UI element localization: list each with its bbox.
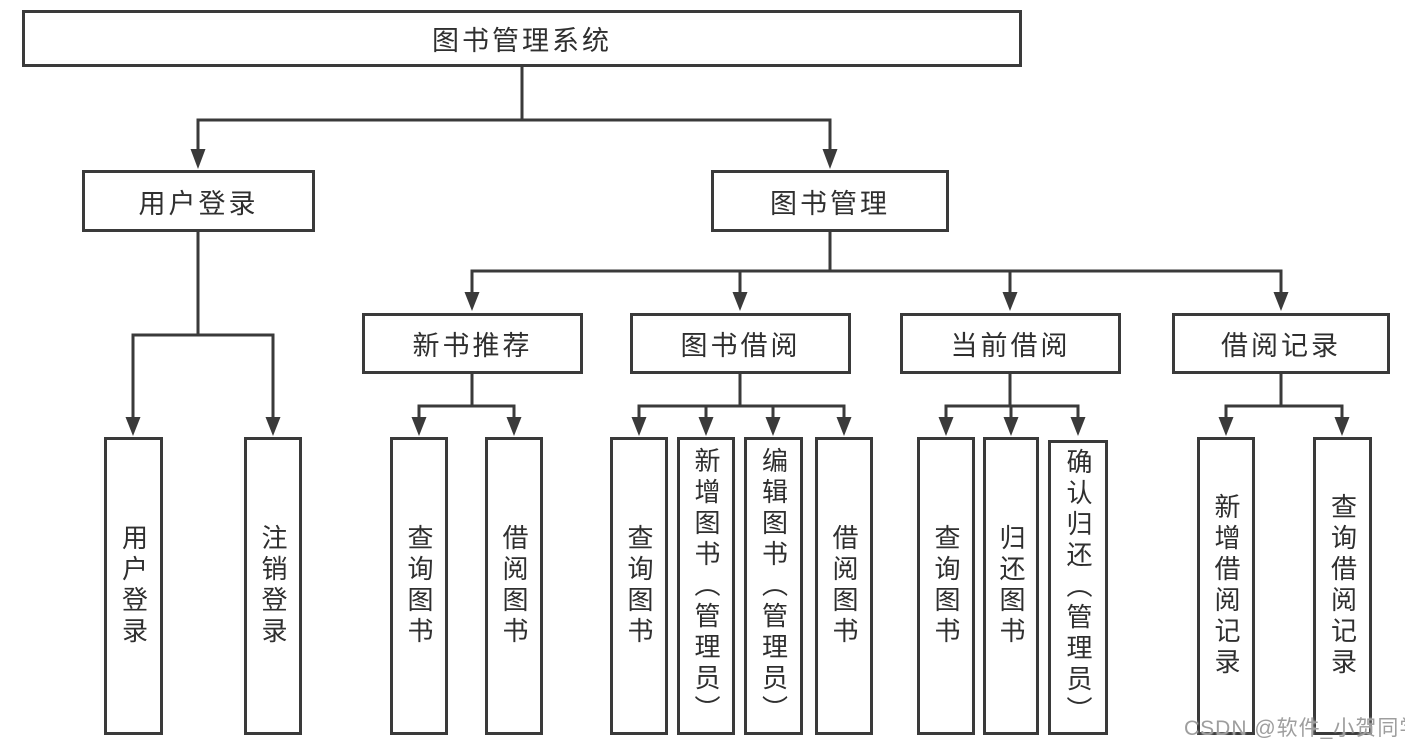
node-recommend-borrow-books: 借阅图书 bbox=[485, 437, 543, 735]
csdn-watermark: CSDN @软件_小贺同学 bbox=[1184, 717, 1405, 740]
node-borrow-records: 借阅记录 bbox=[1172, 313, 1390, 374]
node-recommend-query-books: 查询图书 bbox=[390, 437, 448, 735]
node-logout: 注销登录 bbox=[244, 437, 302, 735]
node-borrow-edit-books-admin: 编辑图书（管理员） bbox=[744, 437, 803, 735]
node-user-login-module: 用户登录 bbox=[82, 170, 315, 232]
node-user-login: 用户登录 bbox=[104, 437, 163, 735]
node-current-borrow: 当前借阅 bbox=[900, 313, 1121, 374]
node-current-confirm-return-admin: 确认归还（管理员） bbox=[1048, 440, 1108, 735]
node-current-return-books: 归还图书 bbox=[983, 437, 1039, 735]
node-borrow-add-books-admin: 新增图书（管理员） bbox=[677, 437, 735, 735]
node-borrow-query-books: 查询图书 bbox=[610, 437, 668, 735]
node-current-query-books: 查询图书 bbox=[917, 437, 975, 735]
node-book-management: 图书管理 bbox=[711, 170, 949, 232]
node-records-query-record: 查询借阅记录 bbox=[1313, 437, 1372, 735]
node-new-book-recommend: 新书推荐 bbox=[362, 313, 583, 374]
node-book-borrow: 图书借阅 bbox=[630, 313, 851, 374]
node-library-management-system: 图书管理系统 bbox=[22, 10, 1022, 67]
node-borrow-borrow-books: 借阅图书 bbox=[815, 437, 873, 735]
node-records-add-record: 新增借阅记录 bbox=[1197, 437, 1255, 735]
